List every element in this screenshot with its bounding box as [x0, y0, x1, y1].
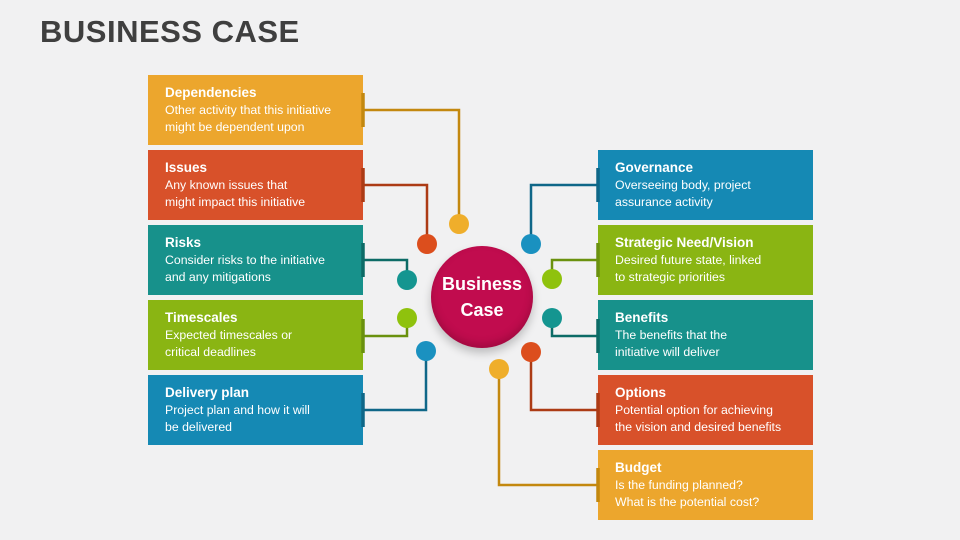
node-strategic-need-vision-desc-line: to strategic priorities	[615, 269, 726, 284]
node-budget-desc-line: What is the potential cost?	[615, 494, 760, 509]
connector-options	[529, 352, 598, 412]
node-dependencies-desc-line: might be dependent upon	[165, 119, 305, 134]
node-delivery-plan-desc-line: Project plan and how it will	[165, 403, 310, 417]
dot-delivery-plan	[416, 341, 436, 361]
node-governance-desc-line: assurance activity	[615, 194, 713, 209]
dot-options	[521, 342, 541, 362]
node-governance-title: Governance	[615, 160, 694, 175]
page-title: BUSINESS CASE	[40, 14, 300, 49]
node-budget-title: Budget	[615, 460, 662, 475]
connector-delivery-plan	[363, 351, 428, 412]
node-delivery-plan-title: Delivery plan	[165, 385, 250, 400]
dot-timescales	[397, 308, 417, 328]
node-options-desc-line: the vision and desired benefits	[615, 419, 782, 434]
node-options-title: Options	[615, 385, 666, 400]
node-risks-desc-line: Consider risks to the initiative	[165, 253, 325, 267]
connector-strategic-need-vision	[550, 258, 598, 279]
node-options-desc-line: Potential option for achieving	[615, 403, 773, 417]
node-benefits-desc-line: initiative will deliver	[615, 344, 720, 359]
connector-benefits	[550, 318, 598, 338]
node-dependencies-title: Dependencies	[165, 85, 257, 100]
node-budget: Budget Is the funding planned? What is the…	[598, 450, 813, 520]
dot-risks	[397, 270, 417, 290]
node-benefits-desc-line: The benefits that the	[615, 328, 728, 342]
connector-issues	[363, 183, 429, 244]
dot-strategic-need-vision	[542, 269, 562, 289]
dot-issues	[417, 234, 437, 254]
node-timescales-title: Timescales	[165, 310, 238, 325]
node-governance-desc-line: Overseeing body, project	[615, 178, 751, 192]
node-benefits-title: Benefits	[615, 310, 669, 325]
node-dependencies-desc-line: Other activity that this initiative	[165, 103, 332, 117]
node-timescales-desc-line: critical deadlines	[165, 344, 256, 359]
connector-risks	[363, 258, 409, 280]
node-delivery-plan-desc-line: be delivered	[165, 419, 232, 434]
node-issues-desc-line: Any known issues that	[165, 178, 288, 192]
connector-dependencies	[363, 108, 461, 224]
connector-budget	[497, 369, 598, 487]
node-budget-desc-line: Is the funding planned?	[615, 478, 743, 492]
dot-governance	[521, 234, 541, 254]
node-strategic-need-vision-desc-line: Desired future state, linked	[615, 253, 762, 267]
node-risks-title: Risks	[165, 235, 202, 250]
center-label: Business Case	[441, 274, 523, 320]
node-issues-desc-line: might impact this initiative	[165, 194, 306, 209]
connector-timescales	[363, 318, 409, 338]
center-circle: Business Case	[431, 246, 533, 348]
dot-dependencies	[449, 214, 469, 234]
node-timescales-desc-line: Expected timescales or	[165, 328, 293, 342]
dot-budget	[489, 359, 509, 379]
node-strategic-need-vision-title: Strategic Need/Vision	[615, 235, 754, 250]
node-risks-desc-line: and any mitigations	[165, 269, 271, 284]
dot-benefits	[542, 308, 562, 328]
node-issues-title: Issues	[165, 160, 208, 175]
connector-governance	[529, 183, 598, 244]
